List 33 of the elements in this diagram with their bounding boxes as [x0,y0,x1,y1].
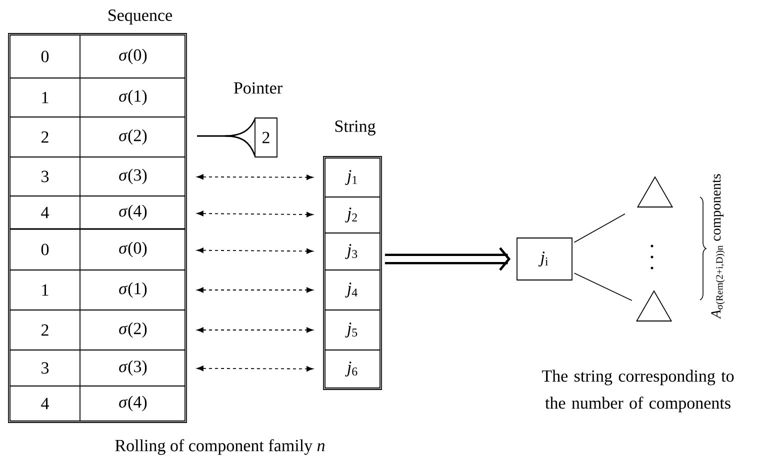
table-heading: Sequence [108,10,172,24]
element-box: j$_{i}$ [516,238,572,280]
rotated-label: A$_{σ(Rem(2+i,D))n}$ components [711,174,725,320]
string-cell: j$_{2}$ [324,196,380,234]
dashed-arrow [196,210,314,218]
connector-line [574,213,626,243]
table-row: 0 σ(0) [10,34,186,78]
table-row: 1 σ(1) [10,78,186,118]
string-cell: j$_{6}$ [324,350,380,388]
table-row: 4 σ(4) [10,386,186,422]
dashed-arrow [196,248,314,254]
string-cell: j$_{1}$ [324,158,380,198]
table-row: 3 σ(3) [10,156,186,196]
table-row: 2 σ(2) [10,310,186,350]
column-heading: String [335,120,376,136]
table-row: 4 σ(4) [10,196,186,230]
table-row: 1 σ(1) [10,270,186,310]
string-cell: j$_{5}$ [324,310,380,350]
dashed-arrow [196,174,314,180]
pointer-heading: Pointer [234,82,282,94]
dashed-arrow [196,366,314,372]
caption: The string corresponding to the number of components [542,370,734,412]
connector-line [574,272,632,301]
table-row: 2 σ(2) [10,116,186,158]
dashed-arrow [196,327,314,333]
dashed-arrow [196,287,314,293]
string-cell: j$_{3}$ [324,232,380,270]
double-arrow [384,247,511,271]
table-row: 3 σ(3) [10,350,186,386]
caption: Rolling of component family n [115,439,325,455]
string-cell: j$_{4}$ [324,270,380,310]
pointer-box: 2 [254,118,278,158]
table-row: 0 σ(0) [10,228,186,270]
